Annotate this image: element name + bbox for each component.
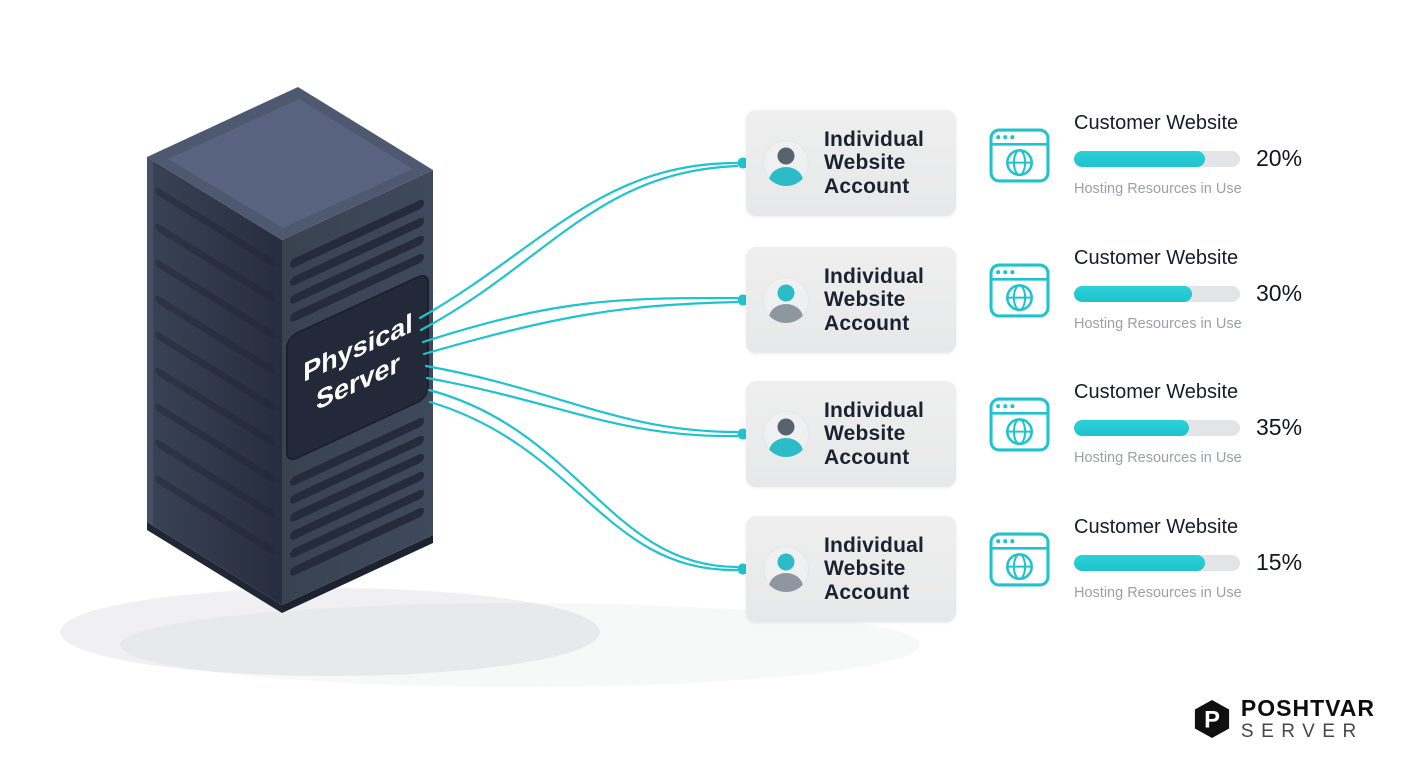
user-avatar-icon [763, 546, 809, 592]
connection-dot [737, 428, 749, 440]
resource-percent: 15% [1256, 549, 1303, 575]
resource-bar-fill [1074, 285, 1192, 302]
user-avatar-icon [763, 411, 809, 457]
resource-caption: Hosting Resources in Use [1074, 316, 1242, 332]
website-row-4: Customer Website 15% Hosting Resources i… [989, 514, 1329, 601]
resource-caption: Hosting Resources in Use [1074, 585, 1242, 601]
resource-bar-fill [1074, 554, 1206, 571]
connection-dot [737, 157, 749, 169]
resource-bar-track [1074, 419, 1240, 436]
resource-bar-track [1074, 150, 1240, 167]
resource-caption: Hosting Resources in Use [1074, 450, 1242, 466]
account-card-3: Individual Website Account [746, 381, 956, 487]
website-title: Customer Website [1074, 247, 1239, 269]
logo-name: POSHTVAR [1240, 694, 1375, 721]
resource-bar-track [1074, 285, 1240, 302]
server-label-panel [286, 274, 429, 461]
account-label: Individual Website Account [824, 127, 925, 198]
account-card-4: Individual Website Account [746, 516, 956, 622]
account-label: Individual Website Account [824, 533, 925, 604]
website-title: Customer Website [1074, 381, 1239, 403]
website-row-3: Customer Website 35% Hosting Resources i… [989, 379, 1329, 466]
resource-bar-fill [1074, 419, 1189, 436]
connection-lines [418, 157, 749, 575]
physical-server-graphic: Physical Server [147, 87, 433, 613]
resource-caption: Hosting Resources in Use [1074, 181, 1242, 197]
logo-hexagon-icon: P [1194, 699, 1230, 738]
resource-percent: 30% [1256, 280, 1303, 306]
browser-globe-icon [989, 532, 1050, 587]
website-row-1: Customer Website 20% Hosting Resources i… [989, 110, 1329, 197]
resource-bar-track [1074, 554, 1240, 571]
logo-subtitle: SERVER [1240, 721, 1364, 743]
user-avatar-icon [763, 140, 809, 186]
ground-shadow [60, 588, 600, 676]
account-card-2: Individual Website Account [746, 247, 956, 353]
brand-logo: P POSHTVAR SERVER [1193, 696, 1375, 742]
website-title: Customer Website [1074, 112, 1239, 134]
website-row-2: Customer Website 30% Hosting Resources i… [989, 245, 1329, 332]
browser-globe-icon [989, 397, 1050, 452]
resource-bar-fill [1074, 150, 1206, 167]
connection-dot [737, 563, 749, 575]
user-avatar-icon [763, 277, 809, 323]
resource-percent: 35% [1256, 414, 1303, 440]
website-title: Customer Website [1074, 516, 1239, 538]
account-card-1: Individual Website Account [746, 110, 956, 216]
account-label: Individual Website Account [824, 264, 925, 335]
browser-globe-icon [989, 263, 1050, 318]
logo-mark-letter: P [1204, 707, 1220, 734]
account-label: Individual Website Account [824, 398, 925, 469]
browser-globe-icon [989, 128, 1050, 183]
connection-dot [737, 294, 749, 306]
resource-percent: 20% [1256, 145, 1303, 171]
